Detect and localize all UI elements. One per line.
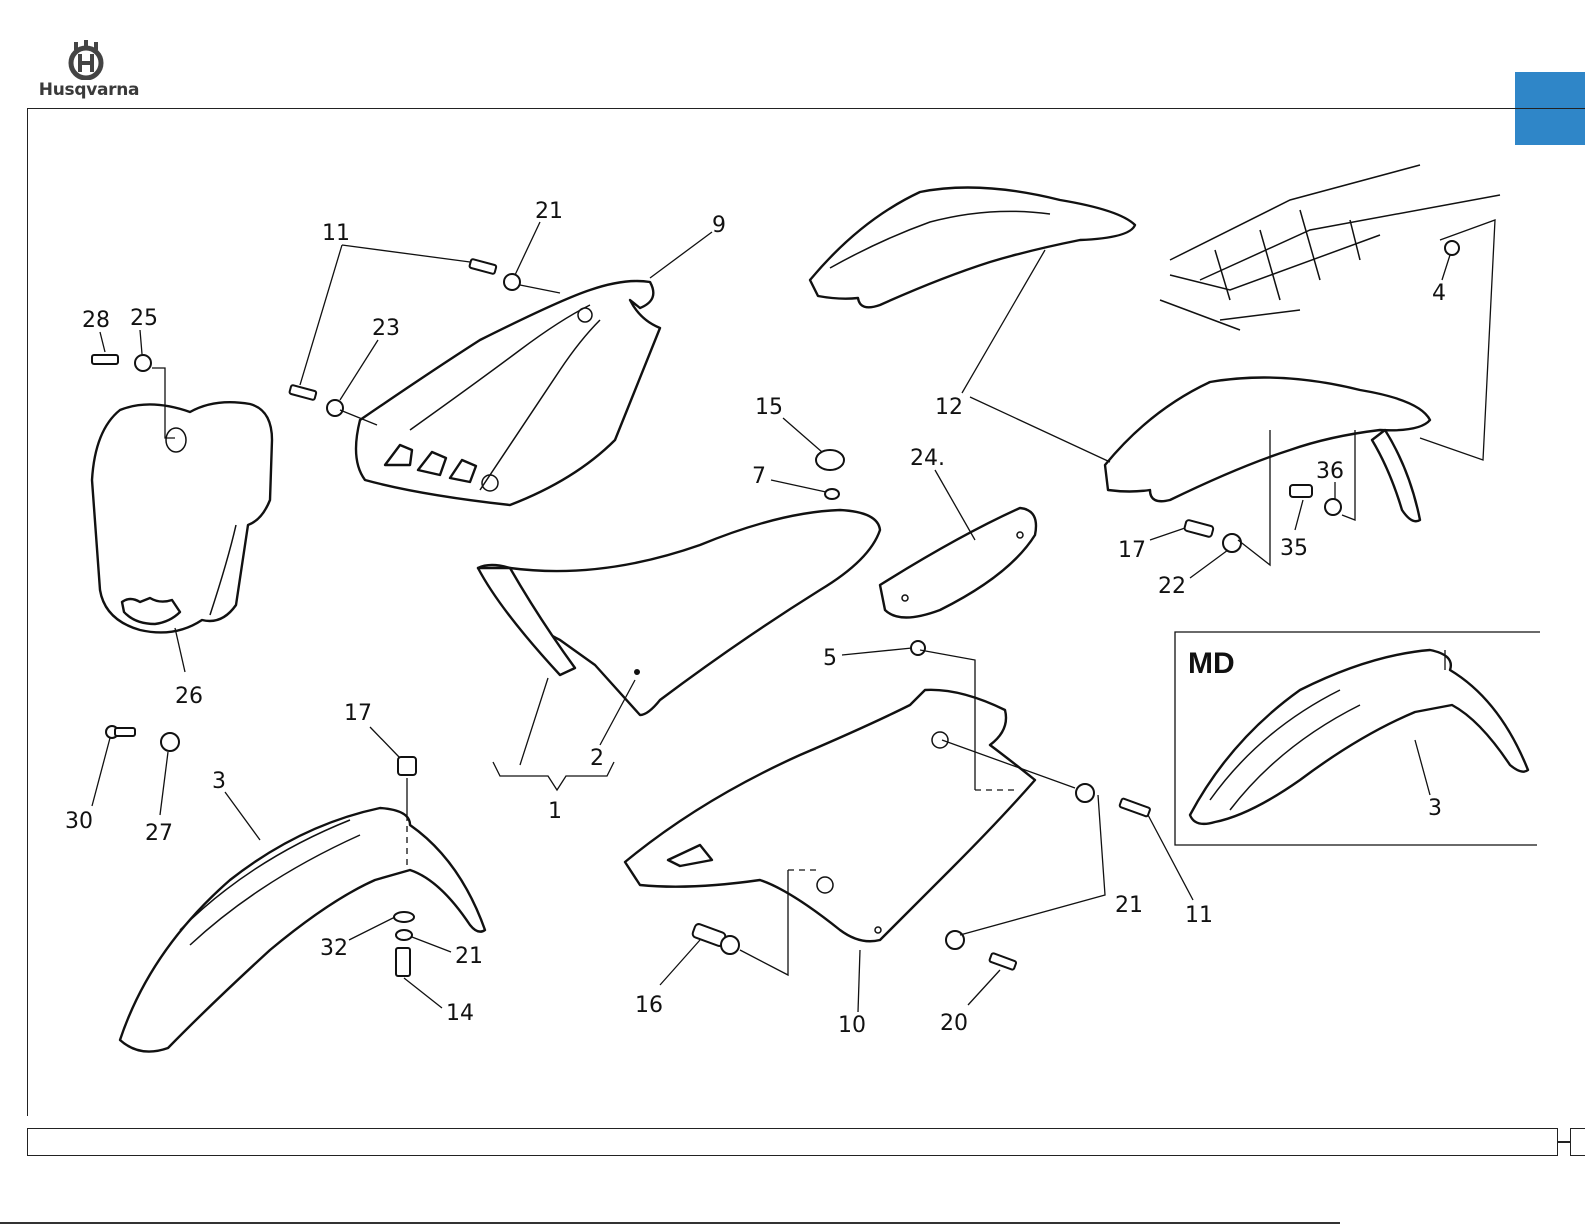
footer-page-box — [1570, 1128, 1585, 1156]
side-panel-left — [356, 281, 660, 505]
cover-plate — [880, 508, 1036, 618]
callout-2: 2 — [590, 746, 604, 771]
callout-35: 35 — [1280, 536, 1308, 561]
callout-21-front: 21 — [455, 944, 483, 969]
md-variant-inset: MD — [1175, 632, 1540, 845]
callout-26: 26 — [175, 684, 203, 709]
callout-1: 1 — [548, 799, 562, 824]
callout-7: 7 — [752, 464, 766, 489]
callout-16: 16 — [635, 993, 663, 1018]
rear-fender-top — [810, 188, 1135, 308]
callout-20: 20 — [940, 1011, 968, 1036]
callout-30: 30 — [65, 809, 93, 834]
callout-4: 4 — [1432, 281, 1446, 306]
callout-25: 25 — [130, 306, 158, 331]
side-panel-right — [625, 690, 1035, 941]
callout-17-rear: 17 — [1118, 538, 1146, 563]
callout-11-top: 11 — [322, 221, 350, 246]
callout-11-right: 11 — [1185, 903, 1213, 928]
callout-28: 28 — [82, 308, 110, 333]
callout-24: 24. — [910, 446, 945, 471]
callout-27: 27 — [145, 821, 173, 846]
footer-tick — [1558, 1141, 1570, 1143]
callout-3: 3 — [212, 769, 226, 794]
callout-15: 15 — [755, 395, 783, 420]
callout-17-front: 17 — [344, 701, 372, 726]
callout-32: 32 — [320, 936, 348, 961]
callout-9: 9 — [712, 213, 726, 238]
callout-12: 12 — [935, 395, 963, 420]
callout-22: 22 — [1158, 574, 1186, 599]
callout-36: 36 — [1316, 459, 1344, 484]
front-fender — [120, 808, 485, 1052]
rear-fender-mounted — [1105, 378, 1430, 522]
callout-3-inset: 3 — [1428, 796, 1442, 821]
callout-23: 23 — [372, 316, 400, 341]
bottom-rule — [0, 1222, 1340, 1224]
callout-5: 5 — [823, 646, 837, 671]
footer-bar — [27, 1128, 1558, 1156]
inset-label: MD — [1188, 647, 1235, 680]
callout-21-right: 21 — [1115, 893, 1143, 918]
callout-14: 14 — [446, 1001, 474, 1026]
callout-21-top: 21 — [535, 199, 563, 224]
seat — [478, 510, 880, 715]
front-number-plate — [92, 402, 272, 632]
callout-10: 10 — [838, 1013, 866, 1038]
